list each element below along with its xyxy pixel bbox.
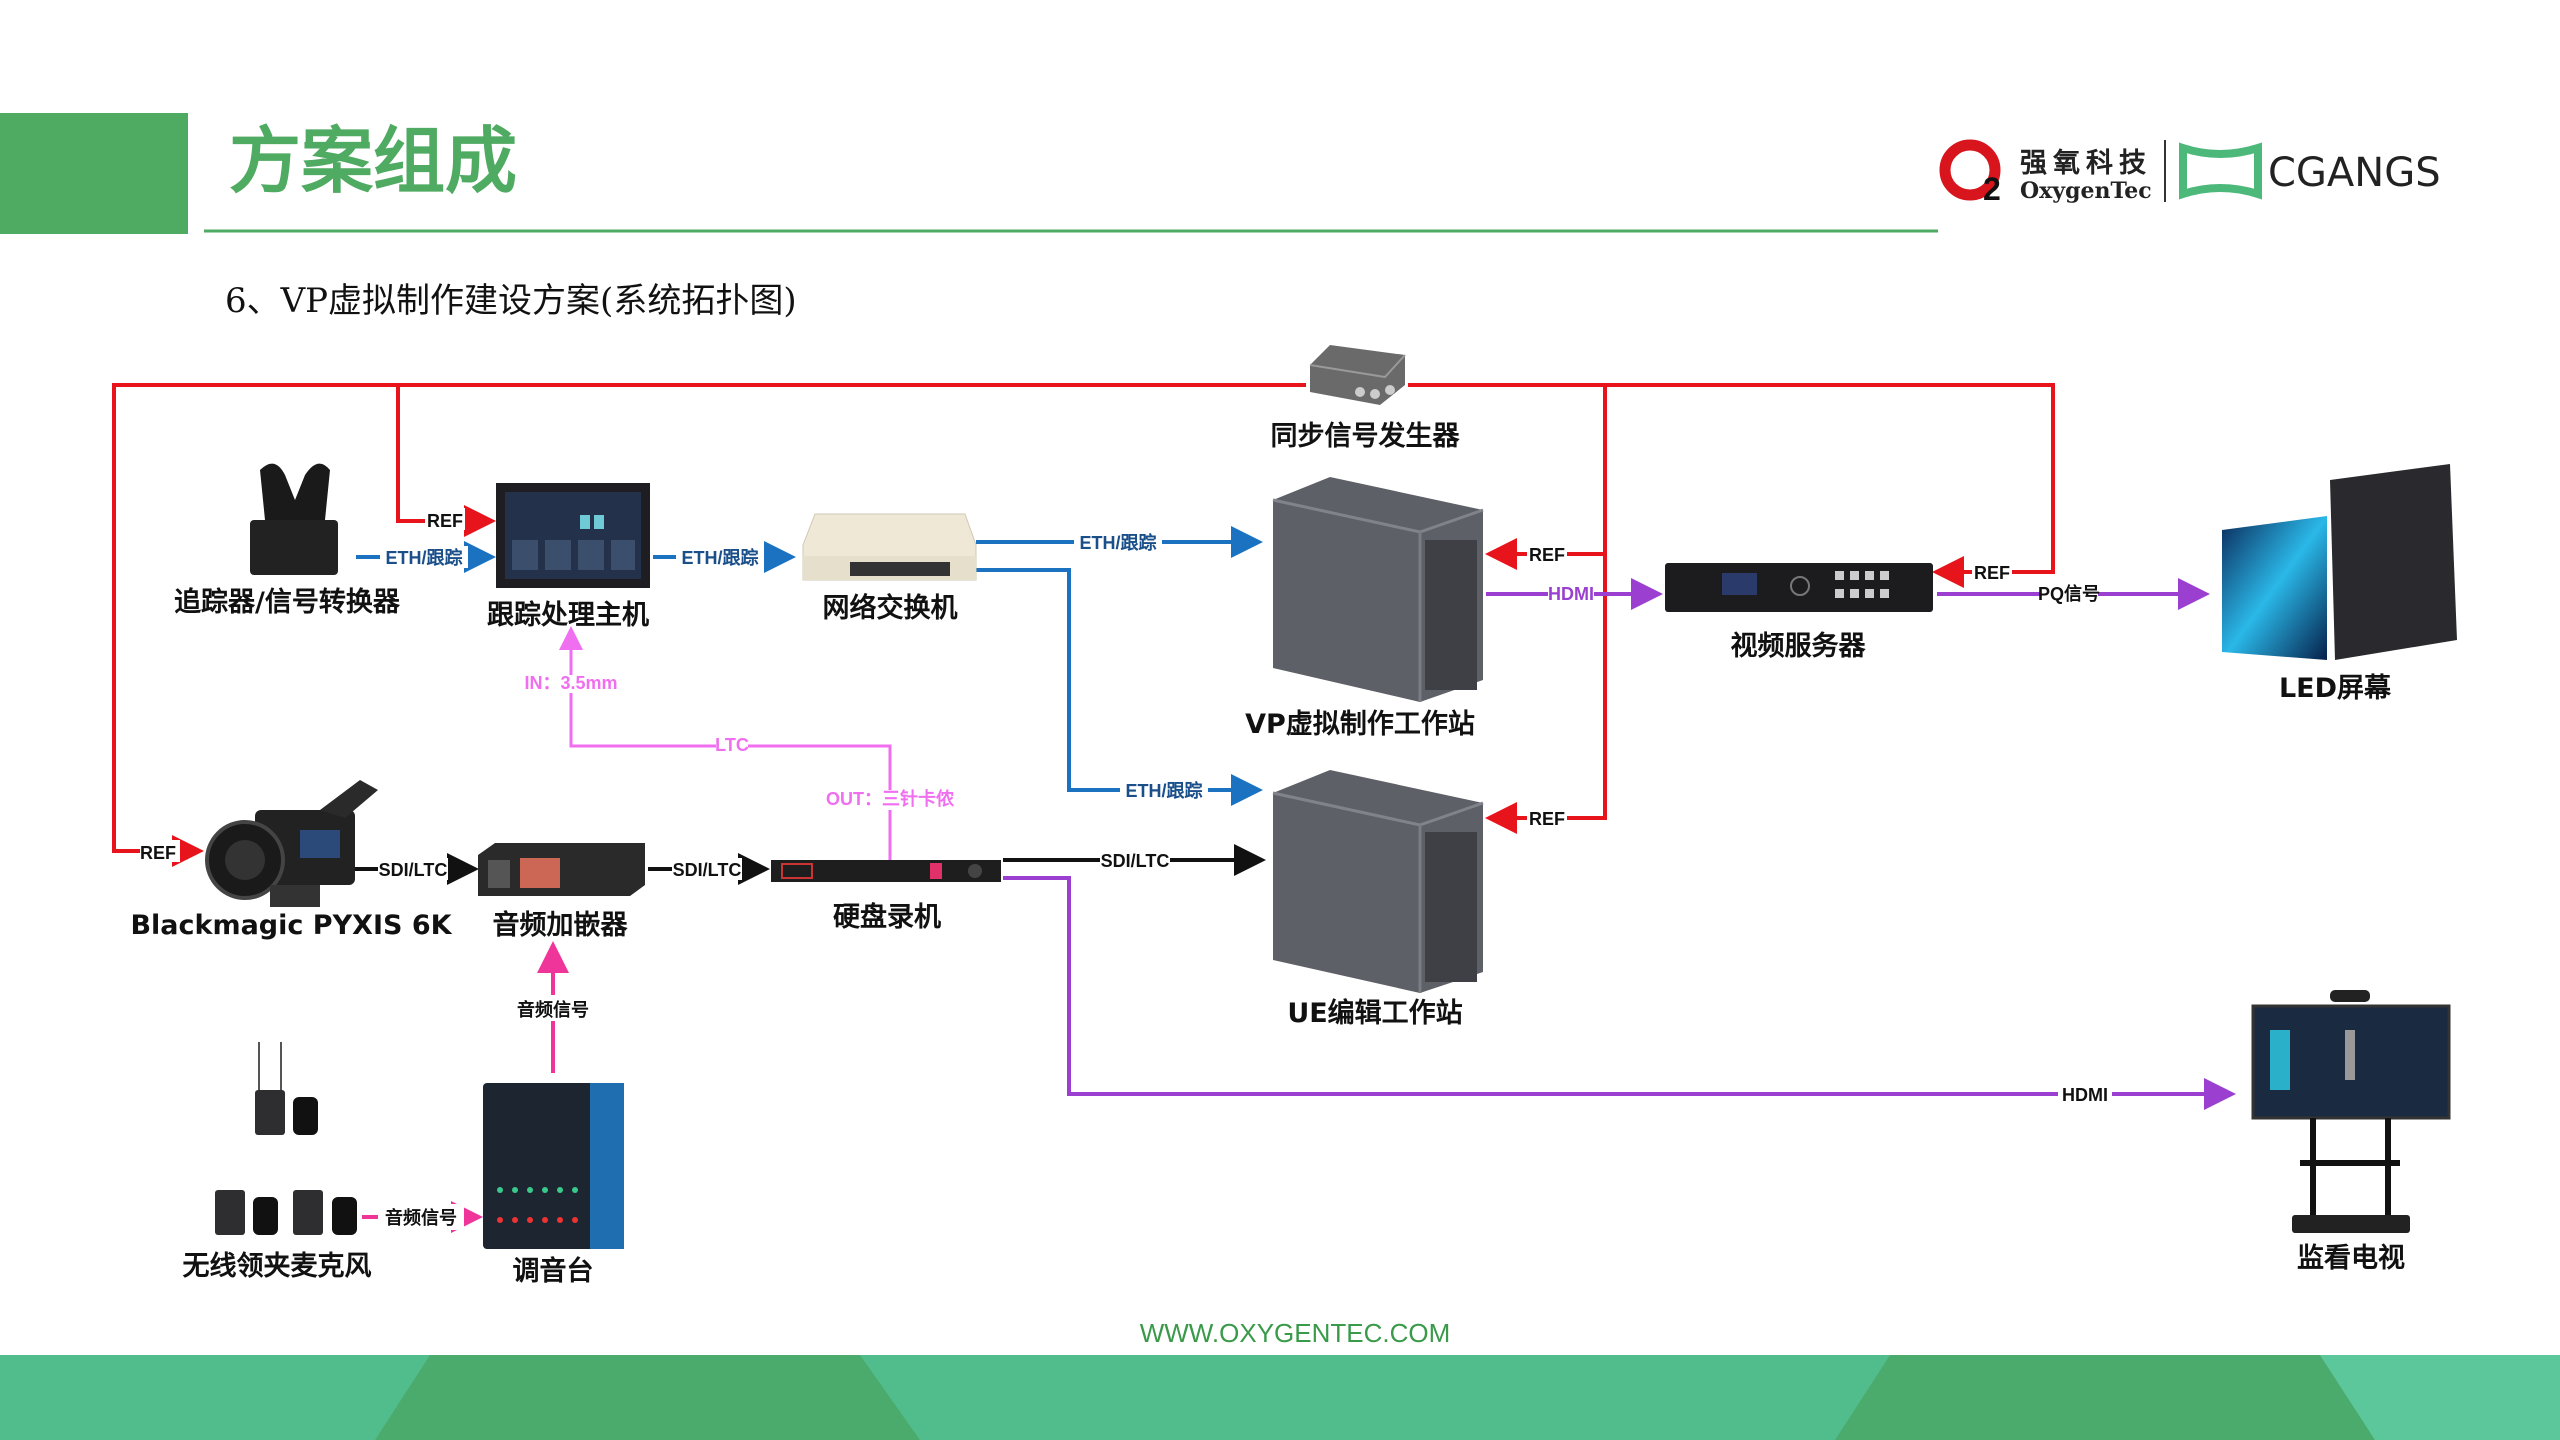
label-eth: ETH/跟踪 — [385, 547, 462, 568]
label-ref: REF — [140, 843, 176, 863]
o2-mark: 2 — [1983, 171, 2001, 207]
network-switch: 网络交换机 — [802, 513, 977, 624]
sync-generator: 同步信号发生器 — [1271, 345, 1461, 452]
audio-embedder: 音频加嵌器 — [478, 843, 645, 941]
node-label: 追踪器/信号转换器 — [174, 586, 401, 618]
mixer: 调音台 — [483, 1083, 624, 1287]
label-audio-signal: 音频信号 — [385, 1207, 457, 1228]
led-screen: LED屏幕 — [2222, 464, 2457, 704]
label-eth: ETH/跟踪 — [681, 547, 758, 568]
vp-workstation: VP虚拟制作工作站 — [1245, 477, 1484, 740]
wireless-mics: 无线领夹麦克风 — [183, 1042, 372, 1282]
hdmi-lines — [1003, 578, 2236, 1110]
disk-recorder: 硬盘录机 — [771, 860, 1001, 933]
logo: 2 强氧科技 OxygenTec CGANGS — [1939, 139, 2441, 207]
label-in-3-5mm: IN：3.5mm — [524, 673, 617, 693]
node-label: LED屏幕 — [2279, 673, 2392, 704]
node-label: 视频服务器 — [1731, 631, 1867, 662]
node-label: 跟踪处理主机 — [487, 600, 649, 631]
node-label: UE编辑工作站 — [1287, 997, 1462, 1029]
ue-workstation: UE编辑工作站 — [1272, 770, 1484, 1029]
video-server: 视频服务器 — [1665, 563, 1933, 662]
node-label: 网络交换机 — [823, 592, 958, 624]
label-sdi-ltc: SDI/LTC — [379, 860, 448, 880]
header-accent-block — [0, 113, 188, 234]
label-eth: ETH/跟踪 — [1125, 780, 1202, 801]
footer-band — [0, 1355, 2560, 1440]
node-label: VP虚拟制作工作站 — [1245, 709, 1475, 740]
node-label: 调音台 — [513, 1255, 594, 1287]
label-ref: REF — [1974, 563, 2010, 583]
page-subtitle: 6、VP虚拟制作建设方案(系统拓扑图) — [225, 281, 797, 321]
node-label: 同步信号发生器 — [1271, 420, 1461, 452]
label-pq-signal: PQ信号 — [2038, 583, 2100, 604]
o2-logo-icon — [1939, 139, 2001, 201]
connection-labels: REF REF REF REF REF ETH/跟踪 ETH/跟踪 ETH/跟踪… — [140, 508, 2112, 1230]
label-ltc: LTC — [715, 735, 749, 755]
footer-url[interactable]: WWW.OXYGENTEC.COM — [1140, 1318, 1451, 1348]
label-audio-signal: 音频信号 — [517, 999, 589, 1020]
label-ref: REF — [427, 511, 463, 531]
node-label: 音频加嵌器 — [493, 909, 629, 941]
tracking-host: 跟踪处理主机 — [487, 483, 650, 631]
node-label: 硬盘录机 — [833, 901, 941, 933]
label-hdmi: HDMI — [1548, 584, 1594, 604]
label-ref: REF — [1529, 809, 1565, 829]
label-sdi-ltc: SDI/LTC — [673, 860, 742, 880]
cgangs-logo-icon — [2179, 142, 2262, 200]
page-title: 方案组成 — [229, 119, 517, 203]
label-ref: REF — [1529, 545, 1565, 565]
ref-lines — [112, 383, 2055, 867]
label-sdi-ltc: SDI/LTC — [1101, 851, 1170, 871]
logo-oxygentec-cn: 强氧科技 — [2020, 148, 2152, 179]
node-label: Blackmagic PYXIS 6K — [130, 910, 452, 941]
label-out-xlr: OUT：三针卡侬 — [826, 788, 955, 809]
label-eth: ETH/跟踪 — [1079, 532, 1156, 553]
tracker: 追踪器/信号转换器 — [174, 463, 401, 618]
monitor-tv: 监看电视 — [2251, 990, 2451, 1274]
node-label: 监看电视 — [2297, 1243, 2405, 1274]
logo-cgangs: CGANGS — [2268, 150, 2441, 196]
label-hdmi: HDMI — [2062, 1085, 2108, 1105]
node-label: 无线领夹麦克风 — [183, 1250, 372, 1282]
logo-oxygentec-en: OxygenTec — [2020, 178, 2152, 204]
camera: Blackmagic PYXIS 6K — [130, 780, 453, 941]
